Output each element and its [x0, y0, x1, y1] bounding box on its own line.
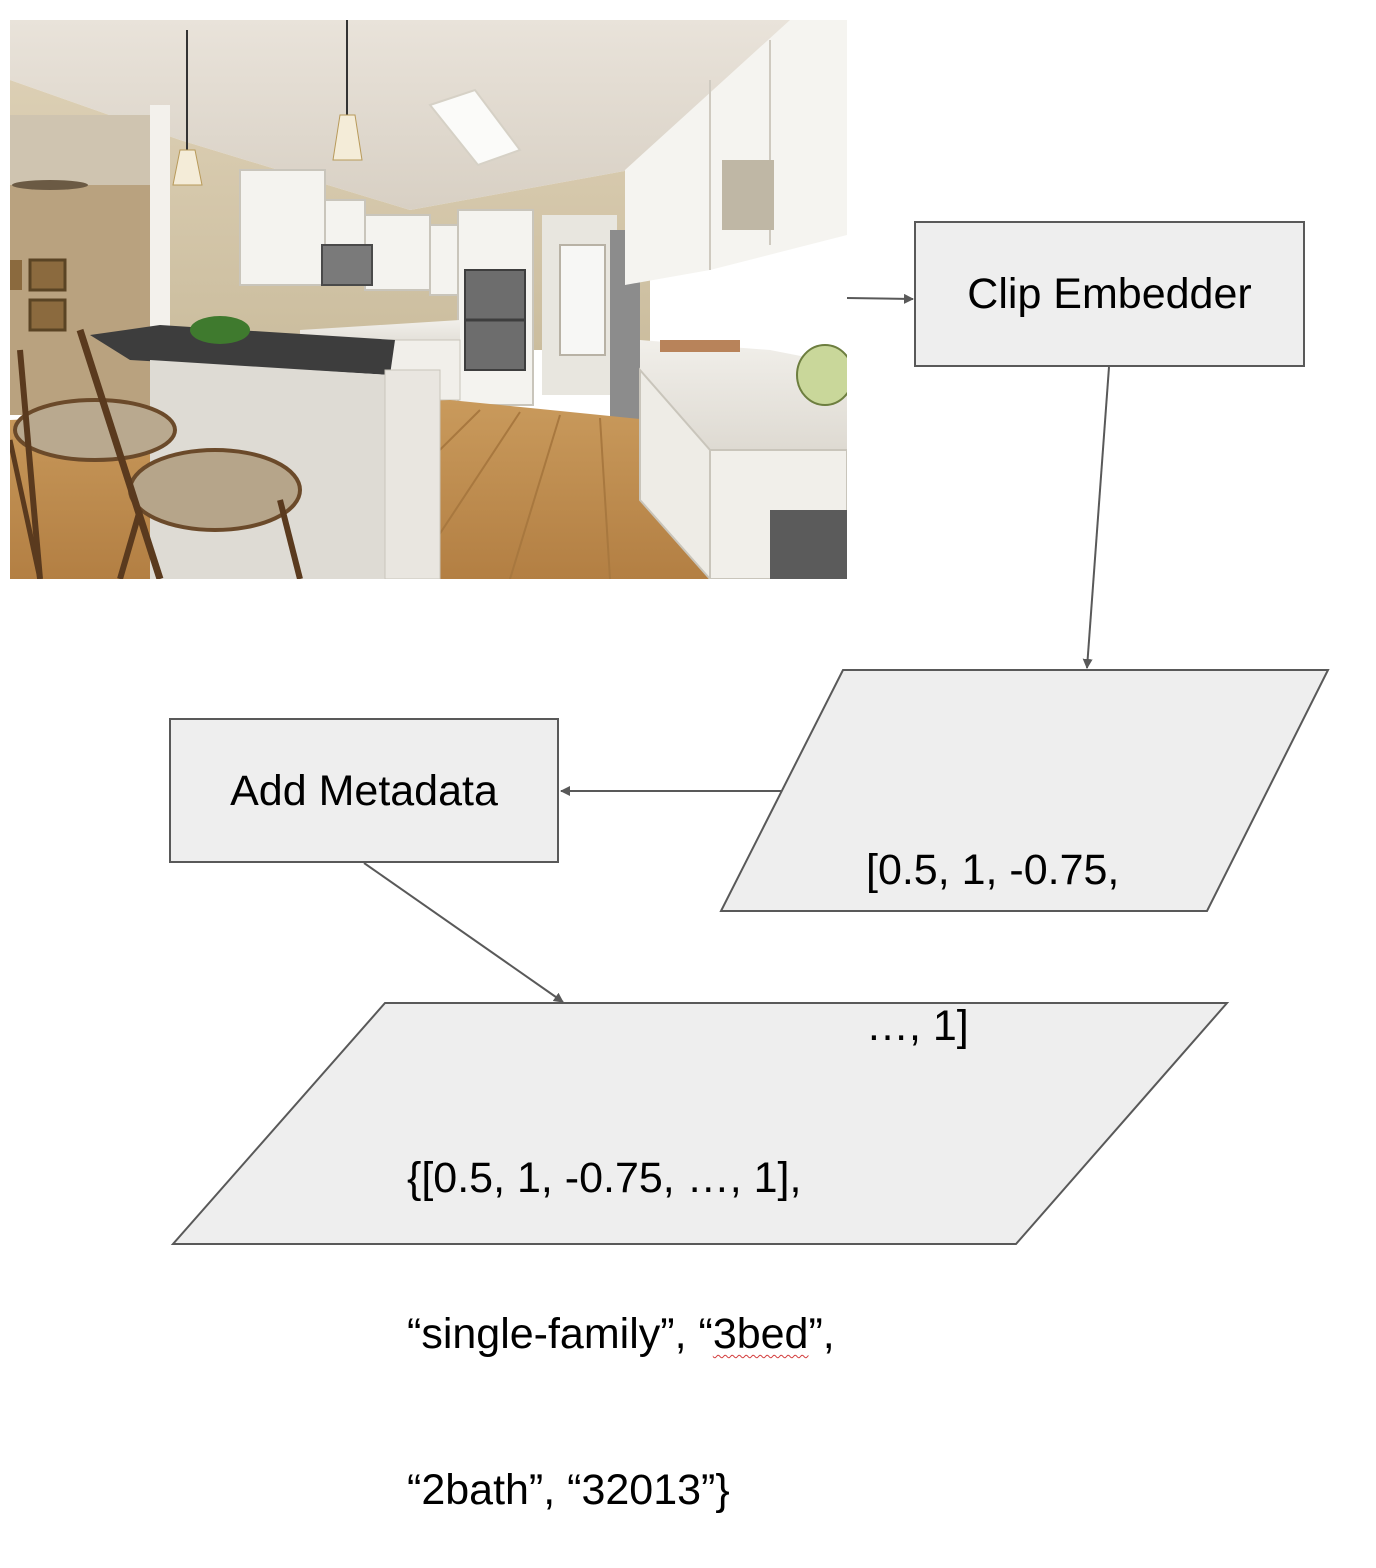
output-record-text: {[0.5, 1, -0.75, …, 1], “single-family”,…: [407, 1048, 835, 1568]
clip-embedder-label: Clip Embedder: [915, 222, 1304, 366]
output-record-line-1: {[0.5, 1, -0.75, …, 1],: [407, 1152, 835, 1204]
output-record-line-2: “single-family”, “3bed”,: [407, 1308, 835, 1360]
spellcheck-flagged-word: 3bed: [713, 1310, 809, 1358]
embedding-vector-line-1: [0.5, 1, -0.75,: [866, 844, 1119, 896]
add-metadata-label: Add Metadata: [170, 719, 558, 862]
embedding-vector-line-2: …, 1]: [866, 1000, 1119, 1052]
output-record-line-2-start: “single-family”, “: [407, 1310, 713, 1358]
edge-photo-to-clip: [847, 298, 913, 299]
output-record-line-3: “2bath”, “32013”}: [407, 1464, 835, 1516]
output-record-line-2-end: ”,: [808, 1310, 834, 1358]
edge-metadata-to-record: [364, 863, 563, 1002]
edge-clip-to-vector: [1087, 367, 1109, 668]
embedding-vector-text: [0.5, 1, -0.75, …, 1]: [866, 740, 1119, 1104]
